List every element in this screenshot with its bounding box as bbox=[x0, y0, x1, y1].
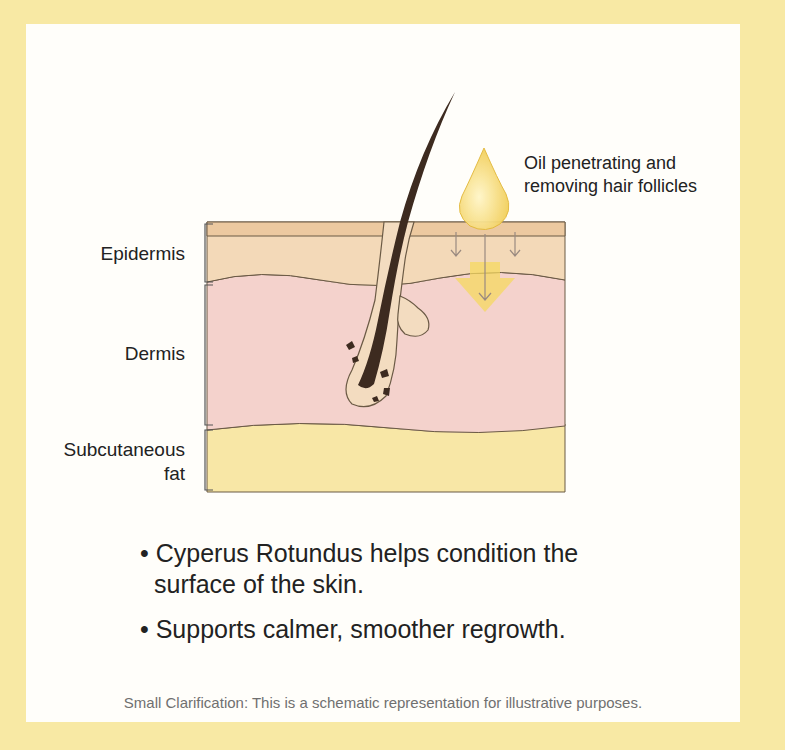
layer-label: Epidermis bbox=[25, 242, 185, 266]
layer-label: Subcutaneous fat bbox=[40, 438, 185, 486]
layer-brackets bbox=[205, 224, 213, 490]
oil-drop bbox=[459, 148, 509, 230]
panel bbox=[26, 24, 740, 722]
hair-shaft bbox=[358, 92, 455, 388]
penetration-arrows bbox=[451, 232, 520, 300]
fat-layer bbox=[207, 423, 565, 492]
sebaceous-gland bbox=[398, 296, 429, 336]
callout-text: Oil penetrating and removing hair follic… bbox=[524, 152, 739, 197]
layer-label: Dermis bbox=[25, 342, 185, 366]
bullet-text: • Cyperus Rotundus helps condition the s… bbox=[140, 538, 624, 601]
hair-fragments bbox=[346, 341, 390, 402]
bullet-text: • Supports calmer, smoother regrowth. bbox=[140, 614, 714, 645]
footnote: Small Clarification: This is a schematic… bbox=[26, 694, 740, 713]
